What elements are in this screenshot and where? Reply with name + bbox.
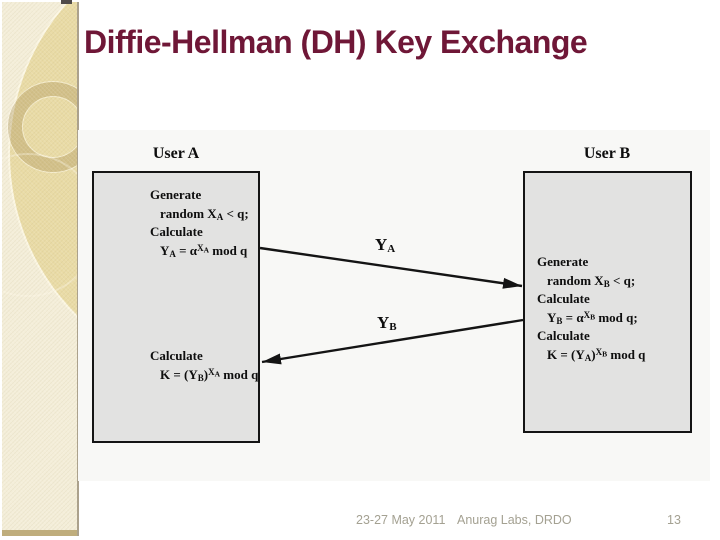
formula-line: Calculate (537, 291, 590, 306)
user-a-key-block: Calculate K = (YB)XA mod q (150, 347, 258, 384)
formula-line: random XA < q; (160, 205, 249, 222)
sidebar-decoration (2, 2, 79, 536)
footer-date: 23-27 May 2011 (356, 513, 446, 527)
sidebar-texture (2, 2, 77, 536)
user-a-generate-block: Generate random XA < q; Calculate YA = α… (150, 186, 249, 260)
formula-line: Calculate (537, 328, 590, 343)
user-b-label: User B (583, 145, 631, 162)
formula-line: Calculate (150, 224, 203, 239)
dh-exchange-figure: User A User B Generate random XA < q; Ca… (78, 130, 710, 481)
arrow-yb-b-to-a (261, 318, 524, 365)
message-arrows (259, 246, 524, 365)
slide-title: Diffie-Hellman (DH) Key Exchange (84, 24, 588, 60)
footer-organization: Anurag Labs, DRDO (457, 513, 572, 527)
user-a-label: User A (152, 145, 200, 162)
formula-line: YB = αXB mod q; (547, 309, 638, 326)
arrow-ya-a-to-b (259, 246, 523, 289)
footer-page-number: 13 (667, 513, 681, 527)
sidebar-faint-circle (2, 153, 77, 297)
formula-line: K = (YB)XA mod q (160, 366, 259, 383)
screenshot-edge-artifact (61, 0, 72, 4)
user-b-text-block: Generate random XB < q; Calculate YB = α… (537, 253, 645, 364)
sidebar-bottom-strip (2, 530, 77, 536)
formula-line: Generate (150, 187, 202, 202)
formula-line: Generate (537, 254, 589, 269)
message-ya-label: YA (375, 235, 396, 255)
formula-line: YA = αXA mod q (160, 242, 248, 259)
message-yb-label: YB (377, 313, 397, 333)
formula-line: random XB < q; (547, 272, 636, 289)
formula-line: Calculate (150, 348, 203, 363)
user-b-box: Generate random XB < q; Calculate YB = α… (523, 171, 692, 433)
formula-line: K = (YA)XB mod q (547, 346, 646, 363)
user-a-box: Generate random XA < q; Calculate YA = α… (92, 171, 260, 443)
